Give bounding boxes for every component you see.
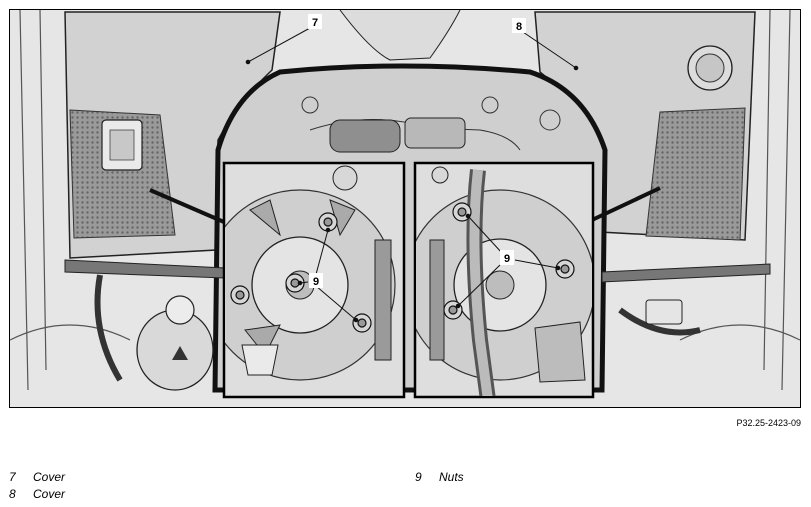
lower-bay-components — [64, 259, 771, 391]
left-mesh-panel — [69, 109, 176, 239]
legend-item: 9 Nuts — [415, 470, 464, 484]
figure-id: P32.25-2423-09 — [736, 418, 801, 428]
callout-cover-right: 8 — [516, 21, 522, 33]
legend-item: 7 Cover — [9, 470, 65, 484]
legend-number: 8 — [9, 487, 16, 501]
callout-nuts-left: 9 — [313, 276, 319, 288]
legend-label: Cover — [33, 470, 66, 484]
zoom-pointers — [149, 186, 661, 224]
legend-number: 9 — [415, 470, 422, 484]
legend-number: 7 — [9, 470, 16, 484]
nut-leaders-right — [455, 213, 561, 309]
legend-label: Cover — [33, 487, 66, 501]
cover-leaders — [245, 27, 579, 71]
detail-inset-left: 9 — [222, 161, 406, 399]
legend-label: Nuts — [439, 470, 464, 484]
engine-bay-illustration: 9 9 7 8 — [9, 9, 801, 408]
legend-item: 8 Cover — [9, 487, 65, 501]
engine-components — [301, 10, 561, 153]
right-mesh-panel — [645, 45, 746, 241]
callout-nuts-right: 9 — [504, 253, 510, 265]
nut-leaders-left — [297, 227, 359, 323]
detail-inset-right: 9 — [413, 161, 595, 399]
callout-cover-left: 7 — [312, 17, 318, 29]
